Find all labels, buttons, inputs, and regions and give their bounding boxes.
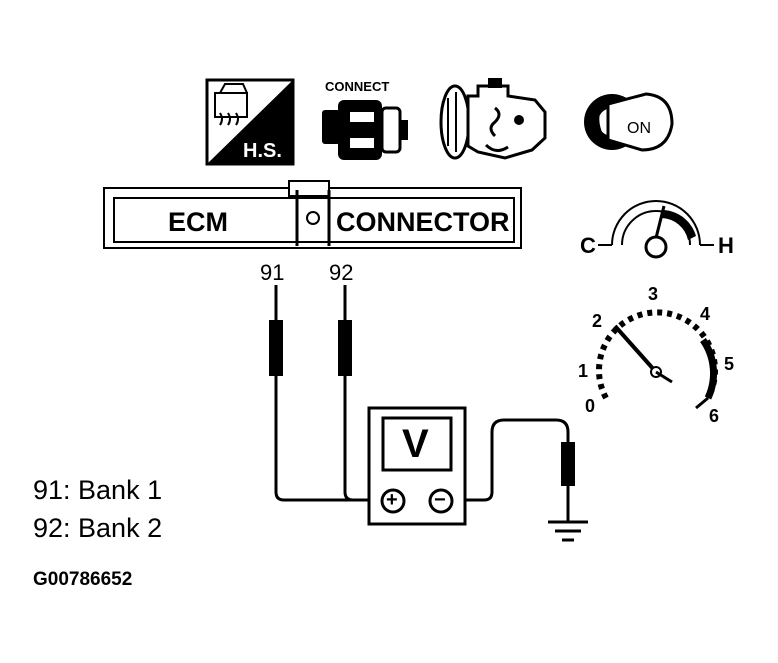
gauge-hot-label: H (718, 233, 734, 258)
legend-item-bank-1: 91: Bank 1 (33, 475, 163, 505)
ground-symbol (548, 520, 588, 542)
tach-scale-5: 5 (724, 354, 735, 374)
tach-scale-6: 6 (709, 406, 720, 426)
connector-label: CONNECTOR (336, 207, 510, 237)
tachometer (596, 309, 718, 410)
voltmeter-positive-terminal (380, 488, 406, 514)
legend-item-bank-2: 92: Bank 2 (33, 513, 163, 543)
negative-terminal-symbol: − (434, 489, 446, 511)
tach-scale-4: 4 (700, 304, 711, 324)
ignition-on-label: ON (627, 120, 651, 137)
voltmeter-negative-terminal (428, 488, 454, 514)
gauge-cold-label: C (580, 233, 596, 258)
hot-soak-label: H.S. (243, 140, 282, 162)
tach-scale-0: 0 (585, 396, 596, 416)
tach-scale-2: 2 (592, 311, 603, 331)
positive-terminal-symbol: + (386, 489, 398, 511)
ecm-connector (103, 180, 522, 249)
engine-running-icon (439, 78, 547, 160)
temperature-gauge (598, 200, 714, 259)
ecm-label: ECM (168, 207, 228, 237)
voltmeter (367, 406, 467, 526)
voltmeter-display: V (402, 422, 429, 466)
tach-scale-1: 1 (578, 361, 589, 381)
connect-label: CONNECT (325, 79, 390, 94)
terminal-92-label: 92 (329, 260, 354, 285)
ignition-key-on-icon (584, 92, 674, 152)
tach-scale-3: 3 (648, 284, 659, 304)
tachometer-needle (613, 324, 658, 374)
hot-soak-icon (205, 78, 295, 166)
figure-id: G00786652 (33, 569, 133, 590)
terminal-91-label: 91 (260, 260, 285, 285)
test-leads (269, 285, 575, 522)
connector-plug-icon (322, 100, 408, 160)
